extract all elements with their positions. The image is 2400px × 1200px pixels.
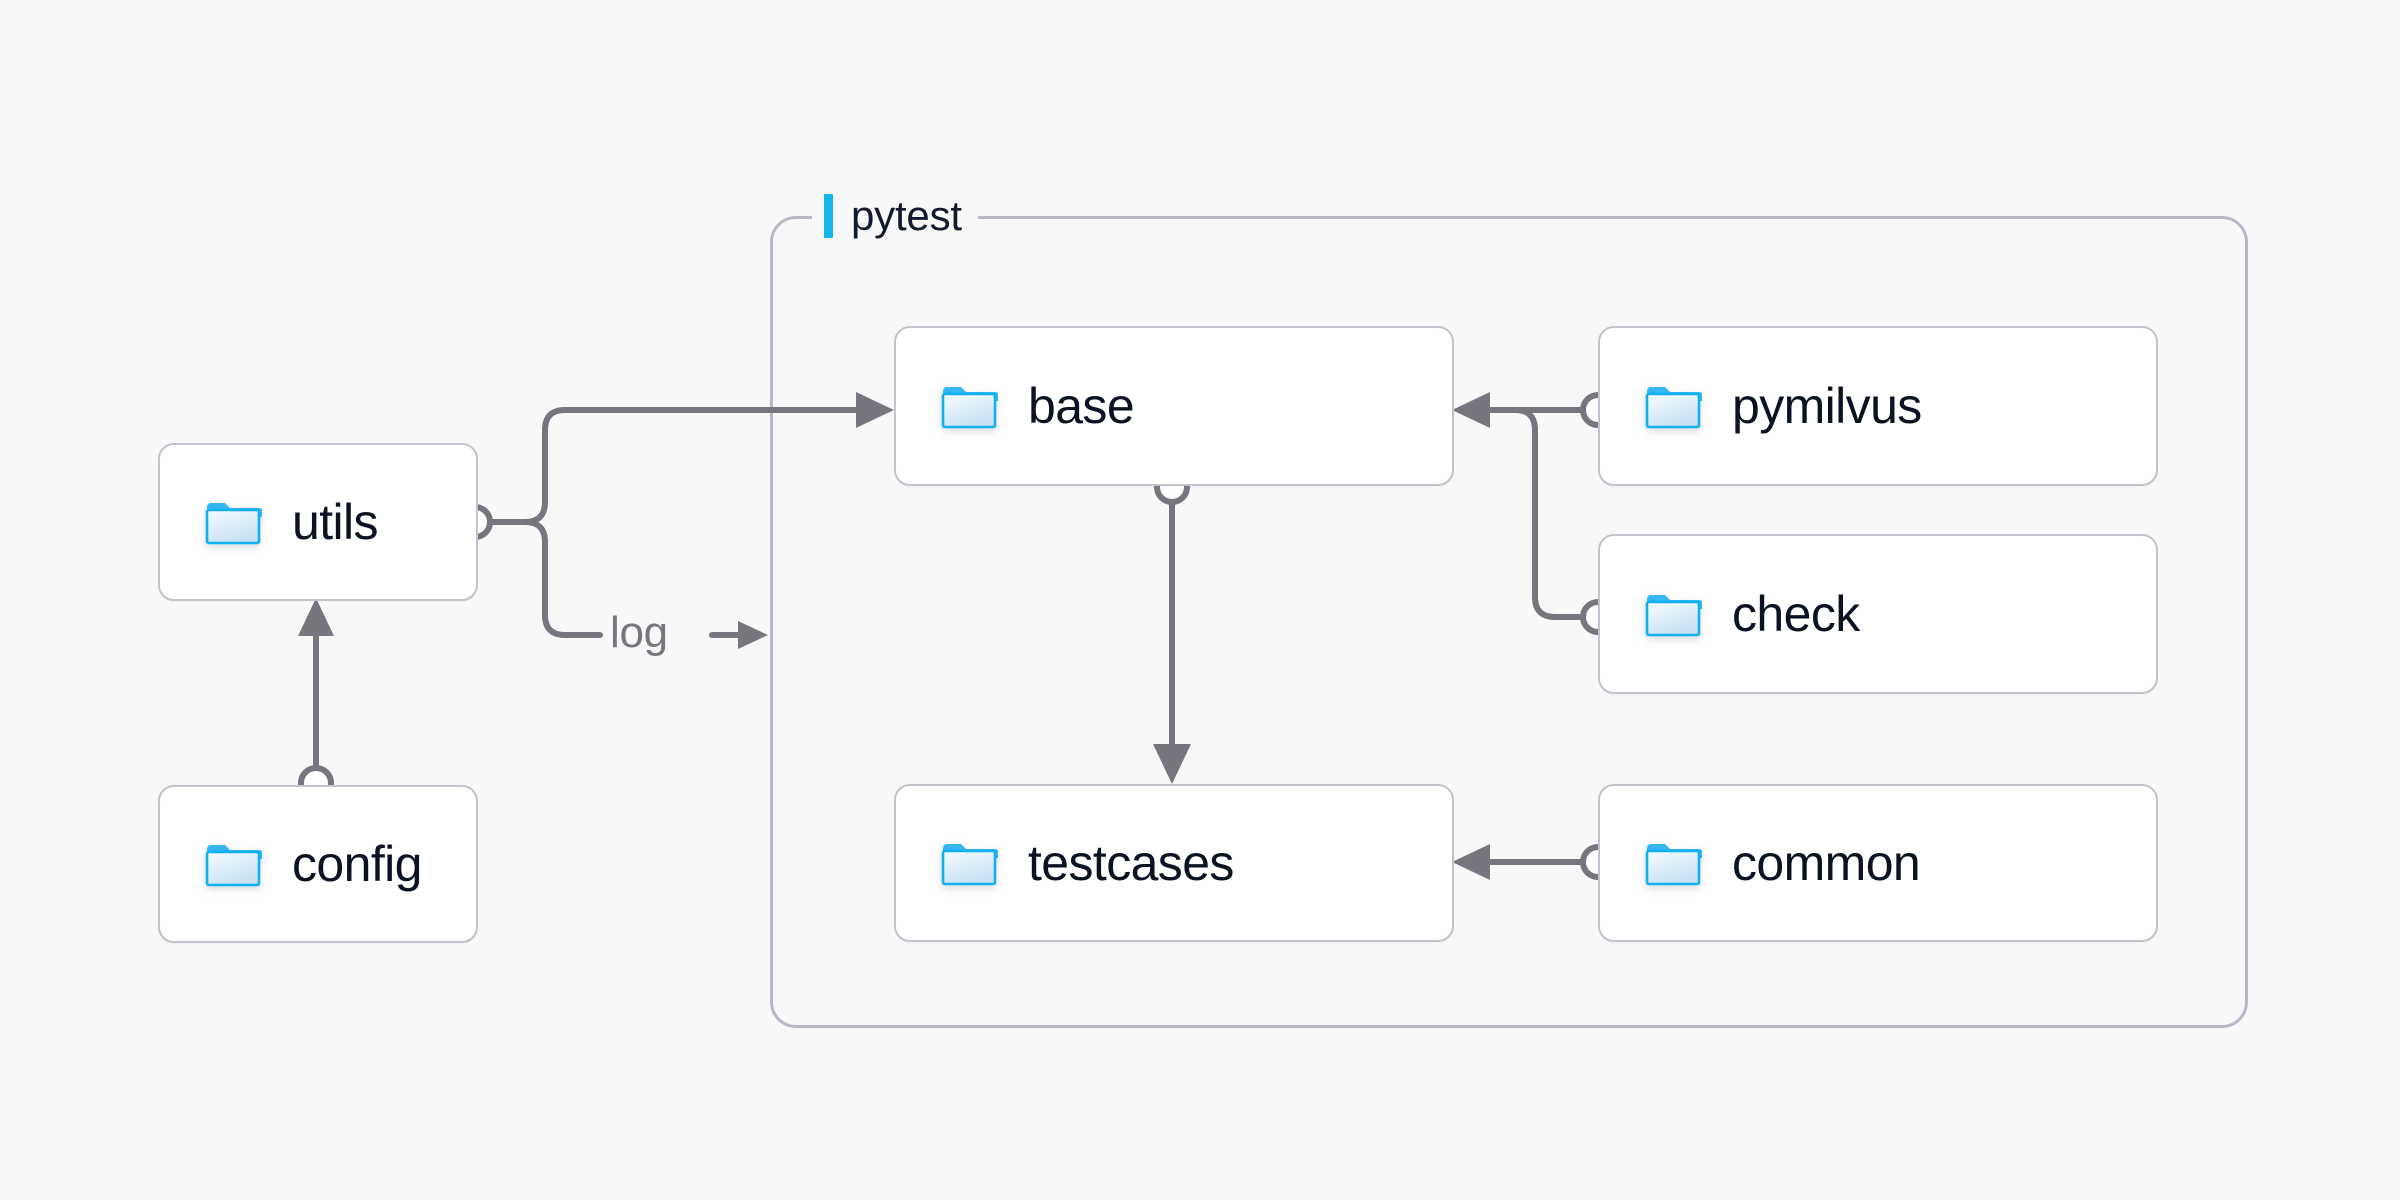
edge-log-arrow	[709, 621, 768, 649]
node-utils[interactable]: utils	[158, 443, 478, 601]
group-label-pytest: pytest	[812, 188, 978, 244]
node-common[interactable]: common	[1598, 784, 2158, 942]
folder-icon	[1644, 590, 1702, 638]
node-label-utils: utils	[292, 494, 379, 550]
node-label-testcases: testcases	[1028, 835, 1234, 891]
edge-config-to-utils	[298, 598, 334, 786]
node-label-pymilvus: pymilvus	[1732, 378, 1922, 434]
folder-icon	[204, 840, 262, 888]
folder-icon	[204, 498, 262, 546]
node-check[interactable]: check	[1598, 534, 2158, 694]
folder-icon	[940, 839, 998, 887]
node-base[interactable]: base	[894, 326, 1454, 486]
node-testcases[interactable]: testcases	[894, 784, 1454, 942]
edge-label-log: log	[604, 611, 674, 655]
node-label-config: config	[292, 836, 422, 892]
node-label-base: base	[1028, 378, 1135, 434]
group-label-text: pytest	[851, 192, 962, 239]
accent-bar-icon	[824, 194, 833, 238]
group-container-pytest	[770, 216, 2248, 1028]
node-label-check: check	[1732, 586, 1860, 642]
node-config[interactable]: config	[158, 785, 478, 943]
node-label-common: common	[1732, 835, 1921, 891]
folder-icon	[940, 382, 998, 430]
edge-label-log-text: log	[610, 608, 668, 657]
edge-utils-to-log	[487, 519, 603, 638]
folder-icon	[1644, 839, 1702, 887]
node-pymilvus[interactable]: pymilvus	[1598, 326, 2158, 486]
folder-icon	[1644, 382, 1702, 430]
